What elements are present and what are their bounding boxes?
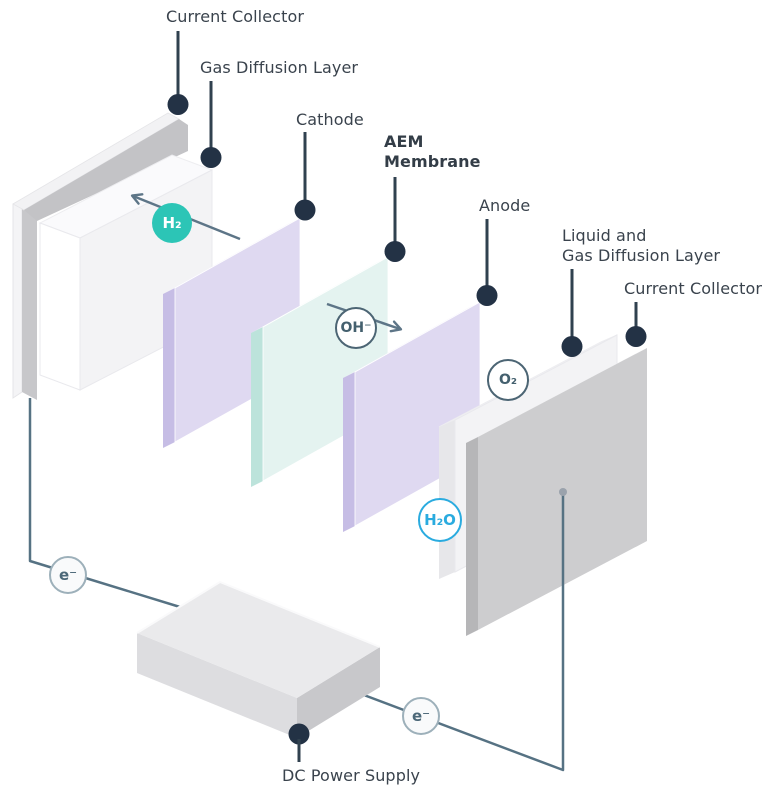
label-aem-membrane: AEM Membrane xyxy=(384,132,481,171)
electron-badge-right: e⁻ xyxy=(402,697,440,735)
hydrogen-badge: H₂ xyxy=(152,203,192,243)
electron-badge-left: e⁻ xyxy=(49,556,87,594)
oxygen-badge: O₂ xyxy=(487,359,529,401)
label-liquid-gas-diffusion-layer: Liquid and Gas Diffusion Layer xyxy=(562,226,721,265)
leader-lines xyxy=(167,31,647,762)
label-gas-diffusion-layer: Gas Diffusion Layer xyxy=(200,58,359,77)
wire-left xyxy=(28,398,181,609)
water-badge: H₂O xyxy=(418,498,462,542)
label-dc-power-supply: DC Power Supply xyxy=(282,766,421,785)
current-collector-left-shape xyxy=(12,112,188,400)
label-current-collector-left: Current Collector xyxy=(166,7,305,26)
label-current-collector-right: Current Collector xyxy=(624,279,763,298)
dc-power-supply-shape xyxy=(136,581,381,738)
label-cathode: Cathode xyxy=(296,110,364,129)
wire-terminal-dot xyxy=(559,488,567,496)
label-anode: Anode xyxy=(479,196,531,215)
hydroxide-badge: OH⁻ xyxy=(335,307,377,349)
